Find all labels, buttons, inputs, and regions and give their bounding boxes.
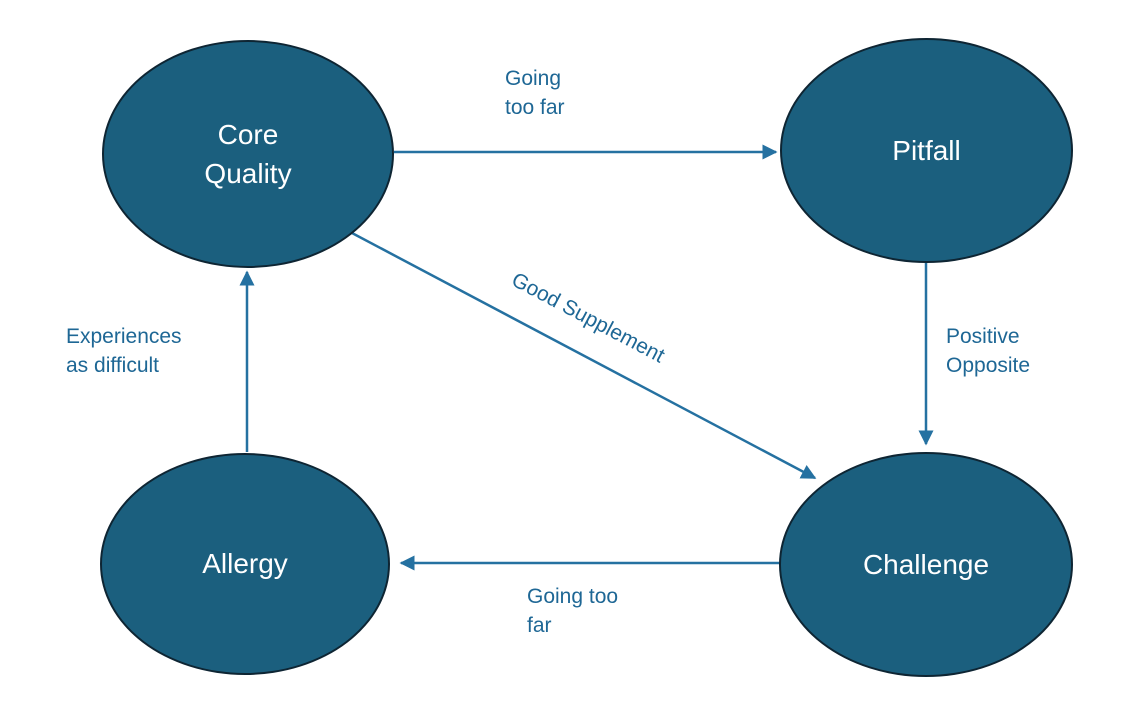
node-challenge-label: Challenge xyxy=(862,548,990,580)
arrow-core-quality-to-challenge xyxy=(351,231,817,480)
edge-label-experiences-as-difficult: Experiences as difficult xyxy=(66,325,182,378)
node-allergy: Allergy xyxy=(100,453,390,675)
node-pitfall: Pitfall xyxy=(780,38,1073,263)
node-allergy-label: Allergy xyxy=(202,548,288,580)
edge-label-going-too-far-bottom: Going too far xyxy=(527,585,619,638)
edge-label-going-too-far-top: Going too far xyxy=(505,67,565,120)
node-core-quality: Core Quality xyxy=(102,40,394,268)
node-pitfall-label: Pitfall xyxy=(892,134,961,166)
edge-label-positive-opposite: Positive Opposite xyxy=(946,325,1031,378)
node-challenge: Challenge xyxy=(779,452,1073,677)
node-core-quality-label: Core Quality xyxy=(204,118,292,189)
